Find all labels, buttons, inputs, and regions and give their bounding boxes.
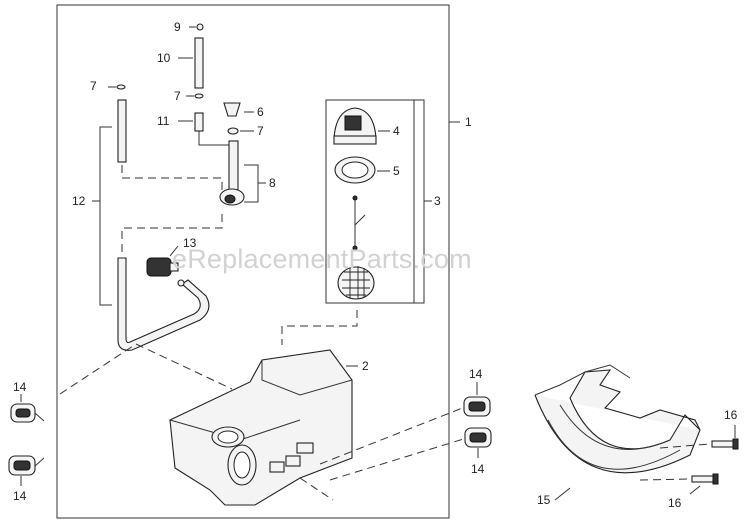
part-9-fitting (189, 23, 204, 31)
part-7-washer-a (186, 93, 204, 99)
part-13-fuel-filter (146, 245, 185, 287)
part-12-fuel-line (92, 99, 210, 351)
part-16-bolt-a (659, 425, 739, 450)
cap-assembly-frame (325, 99, 415, 304)
part-8-grommet (219, 140, 266, 206)
part-5-gasket (334, 156, 390, 184)
part-10-tube (178, 37, 204, 89)
callout-7b: 7 (174, 89, 181, 103)
part-14-grommet-b (8, 455, 45, 486)
callout-8: 8 (269, 176, 276, 190)
part-2-fuel-tank (169, 349, 358, 506)
callout-7c: 7 (257, 124, 264, 138)
callout-9: 9 (174, 20, 181, 34)
watermark: eReplacementParts.com (172, 244, 472, 274)
callout-13: 13 (183, 236, 197, 250)
callout-15: 15 (537, 493, 551, 507)
callout-5: 5 (393, 164, 400, 178)
assembly-frame (56, 4, 450, 519)
callout-14b: 14 (13, 489, 27, 503)
cap-strainer (337, 195, 375, 300)
callout-7a: 7 (90, 79, 97, 93)
callout-3: 3 (434, 194, 441, 208)
callout-10: 10 (157, 51, 171, 65)
callout-14c: 14 (469, 367, 483, 381)
part-14-grommet-d (464, 427, 492, 458)
callout-2: 2 (362, 359, 369, 373)
part-6-cap (223, 102, 254, 117)
part-4-fuel-cap (333, 107, 390, 145)
part-14-grommet-a (10, 394, 45, 423)
callout-6: 6 (257, 105, 264, 119)
part-7-washer-b (227, 127, 254, 135)
part-11-connector (178, 112, 204, 132)
part-15-guard (534, 364, 701, 501)
callout-11: 11 (157, 114, 170, 128)
callout-1: 1 (465, 115, 472, 129)
callout-14a: 14 (13, 380, 27, 394)
part-16-bolt-b (639, 473, 719, 495)
part-14-grommet-c (463, 382, 491, 417)
callout-16a: 16 (724, 408, 738, 422)
callout-4: 4 (393, 124, 400, 138)
callout-12: 12 (72, 194, 86, 208)
part-7-washer-c (108, 84, 126, 90)
callout-14d: 14 (471, 462, 485, 476)
callout-16b: 16 (668, 496, 682, 510)
